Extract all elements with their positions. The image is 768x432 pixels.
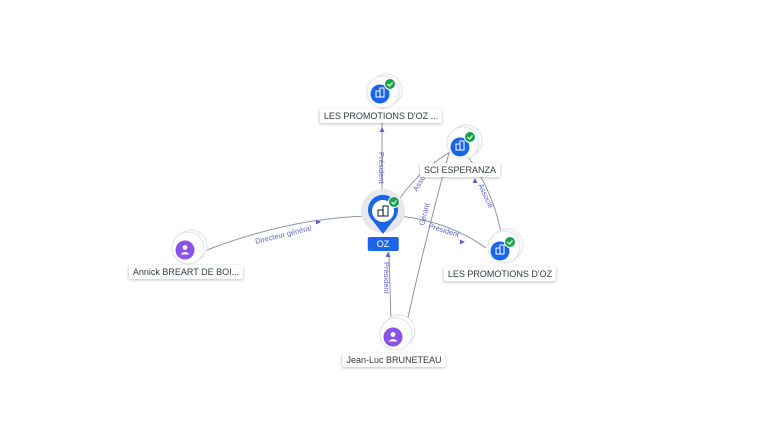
edge-bottom — [388, 251, 392, 323]
node-left-person[interactable] — [171, 229, 208, 265]
edge-center-right — [399, 215, 487, 249]
edge-label-top: Président — [377, 152, 386, 185]
node-label-left-person[interactable]: Annick BREART DE BOI... — [128, 265, 244, 279]
building-icon — [455, 140, 465, 151]
edge-label-sci-right: Associé — [476, 182, 495, 210]
node-top-company[interactable] — [366, 73, 403, 109]
edge-label-bottom: Président — [382, 262, 391, 295]
node-label-right-company[interactable]: LES PROMOTIONS D'OZ — [443, 267, 557, 281]
building-icon — [495, 244, 505, 255]
person-circle — [383, 327, 403, 347]
node-center-oz[interactable] — [361, 189, 405, 234]
node-label-top-company[interactable]: LES PROMOTIONS D'OZ ... — [319, 109, 443, 123]
check-badge-icon — [388, 196, 400, 208]
building-icon — [377, 205, 389, 217]
node-bottom-person[interactable] — [379, 314, 416, 351]
arrow-left — [316, 219, 321, 225]
person-icon — [180, 245, 190, 255]
arrow-sci-right — [472, 178, 478, 183]
node-label-bottom-person[interactable]: Jean-Luc BRUNETEAU — [342, 353, 446, 367]
node-label-center[interactable]: OZ — [367, 237, 399, 251]
edge-label-center-right: Président — [427, 221, 461, 239]
check-badge-icon — [464, 131, 476, 143]
person-circle — [175, 240, 195, 260]
node-right-company[interactable] — [487, 228, 524, 264]
edge-left — [206, 215, 369, 251]
building-icon — [375, 87, 385, 98]
person-icon — [388, 332, 398, 342]
node-sci-esperanza[interactable] — [446, 124, 483, 160]
arrow-center-right — [460, 239, 465, 245]
arrow-top — [379, 127, 385, 132]
check-badge-icon — [504, 236, 516, 248]
check-badge-icon — [384, 78, 396, 90]
arrow-bottom — [385, 252, 391, 257]
edge-bottom-sci — [406, 152, 450, 323]
node-label-sci-esperanza[interactable]: SCI ESPERANZA — [419, 163, 501, 177]
